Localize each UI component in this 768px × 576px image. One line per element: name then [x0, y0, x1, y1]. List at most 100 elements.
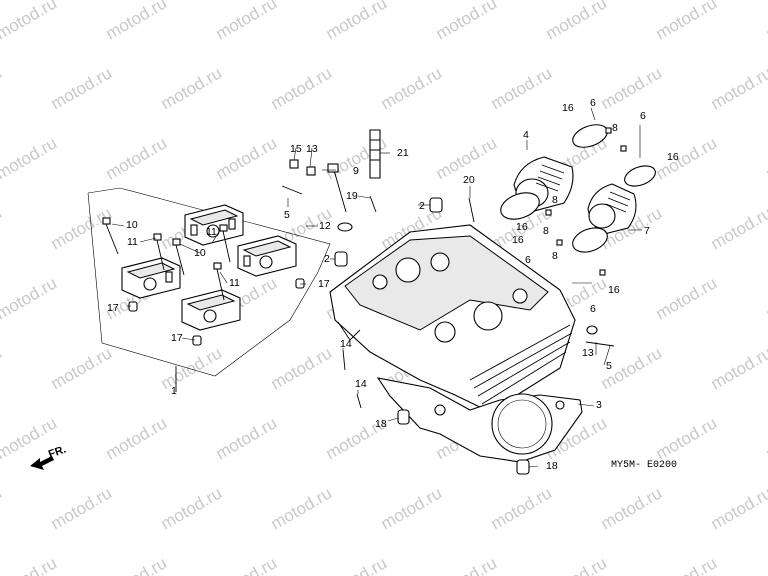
direction-label: FR. [47, 443, 68, 460]
callout-16: 16 [667, 151, 679, 163]
watermark-text: motod.ru [0, 0, 60, 43]
cam-holder-group [102, 204, 305, 346]
callout-16: 16 [512, 234, 524, 246]
callout-17: 17 [107, 302, 119, 314]
watermark-text: motod.ru [268, 343, 336, 393]
watermark-text: motod.ru [48, 203, 116, 253]
callout-6: 6 [640, 110, 646, 122]
watermark-text: motod.ru [653, 553, 721, 576]
callout-10: 10 [126, 219, 138, 231]
watermark-text: motod.ru [213, 413, 281, 463]
callout-8: 8 [612, 122, 618, 134]
watermark-text: motod.ru [268, 483, 336, 533]
watermark-text: motod.ru [158, 483, 226, 533]
callout-4: 4 [523, 129, 529, 141]
watermark-text: motod.ru [268, 63, 336, 113]
callout-leaders [111, 107, 642, 468]
watermark-text: motod.ru [103, 133, 171, 183]
callout-16: 16 [562, 102, 574, 114]
watermark-text: motod.ru [213, 0, 281, 43]
watermark-text: motod.ru [103, 413, 171, 463]
watermark-text: motod.ru [763, 273, 768, 323]
callout-14: 14 [340, 338, 352, 350]
callout-8: 8 [552, 250, 558, 262]
watermark-text: motod.ru [378, 483, 446, 533]
watermark-text: motod.ru [598, 483, 666, 533]
watermark-text: motod.ru [103, 0, 171, 43]
watermark-text: motod.ru [0, 203, 5, 253]
watermark-text: motod.ru [433, 0, 501, 43]
callout-3: 3 [596, 399, 602, 411]
watermark-text: motod.ru [0, 553, 60, 576]
assembly-boundary [87, 187, 331, 377]
front-direction-arrow: FR. [30, 443, 68, 470]
watermark-text: motod.ru [48, 483, 116, 533]
callout-16: 16 [608, 284, 620, 296]
callout-15: 15 [290, 143, 302, 155]
watermark-text: motod.ru [378, 63, 446, 113]
watermark-text: motod.ru [433, 553, 501, 576]
carburetor-insulator-group [500, 124, 656, 276]
callout-11: 11 [206, 226, 217, 238]
watermark-text: motod.ru [323, 0, 391, 43]
head-gasket [376, 377, 583, 463]
watermark-text: motod.ru [48, 343, 116, 393]
callout-7: 7 [644, 225, 650, 237]
callout-6: 6 [590, 97, 596, 109]
watermark-text: motod.ru [653, 413, 721, 463]
callout-6: 6 [525, 254, 531, 266]
callout-17: 17 [318, 278, 330, 290]
callout-9: 9 [353, 165, 359, 177]
watermark-text: motod.ru [653, 133, 721, 183]
callout-11: 11 [229, 277, 240, 289]
watermark-text: motod.ru [323, 553, 391, 576]
diagram-code: MY5M- E0200 [611, 460, 677, 471]
callout-6: 6 [590, 303, 596, 315]
callout-8: 8 [543, 225, 549, 237]
watermark-text: motod.ru [103, 553, 171, 576]
callout-5: 5 [606, 360, 612, 372]
callout-11: 11 [127, 236, 138, 248]
watermark-text: motod.ru [653, 273, 721, 323]
callout-13: 13 [582, 347, 594, 359]
watermark-text: motod.ru [763, 133, 768, 183]
watermark-text: motod.ru [0, 483, 5, 533]
watermark-text: motod.ru [763, 0, 768, 43]
watermark-text: motod.ru [598, 63, 666, 113]
watermark-text: motod.ru [213, 133, 281, 183]
callout-16: 16 [516, 221, 528, 233]
watermark-text: motod.ru [708, 203, 768, 253]
callout-18: 18 [375, 418, 387, 430]
callout-1: 1 [171, 385, 177, 397]
callout-10: 10 [194, 247, 206, 259]
callout-2: 2 [324, 253, 330, 265]
watermark-text: motod.ru [0, 343, 5, 393]
watermark-text: motod.ru [488, 63, 556, 113]
watermark-text: motod.ru [763, 553, 768, 576]
top-fasteners [281, 129, 615, 475]
watermark-text: motod.ru [0, 133, 60, 183]
callout-21: 21 [397, 147, 409, 159]
callout-19: 19 [346, 190, 358, 202]
watermark-text: motod.ru [708, 63, 768, 113]
watermark-text: motod.ru [488, 483, 556, 533]
watermark-text: motod.ru [543, 0, 611, 43]
watermark-text: motod.ru [48, 63, 116, 113]
watermark-text: motod.ru [763, 413, 768, 463]
watermark-text: motod.ru [158, 343, 226, 393]
watermark-text: motod.ru [653, 0, 721, 43]
cylinder-head [329, 224, 576, 413]
callout-13: 13 [306, 143, 318, 155]
watermark-text: motod.ru [0, 273, 60, 323]
callout-17: 17 [171, 332, 183, 344]
watermark-text: motod.ru [213, 553, 281, 576]
callout-12: 12 [319, 220, 331, 232]
watermark-text: motod.ru [708, 483, 768, 533]
callout-5: 5 [284, 209, 290, 221]
callout-2: 2 [419, 200, 425, 212]
callout-8: 8 [552, 194, 558, 206]
watermark-text: motod.ru [0, 63, 5, 113]
callout-18: 18 [546, 460, 558, 472]
